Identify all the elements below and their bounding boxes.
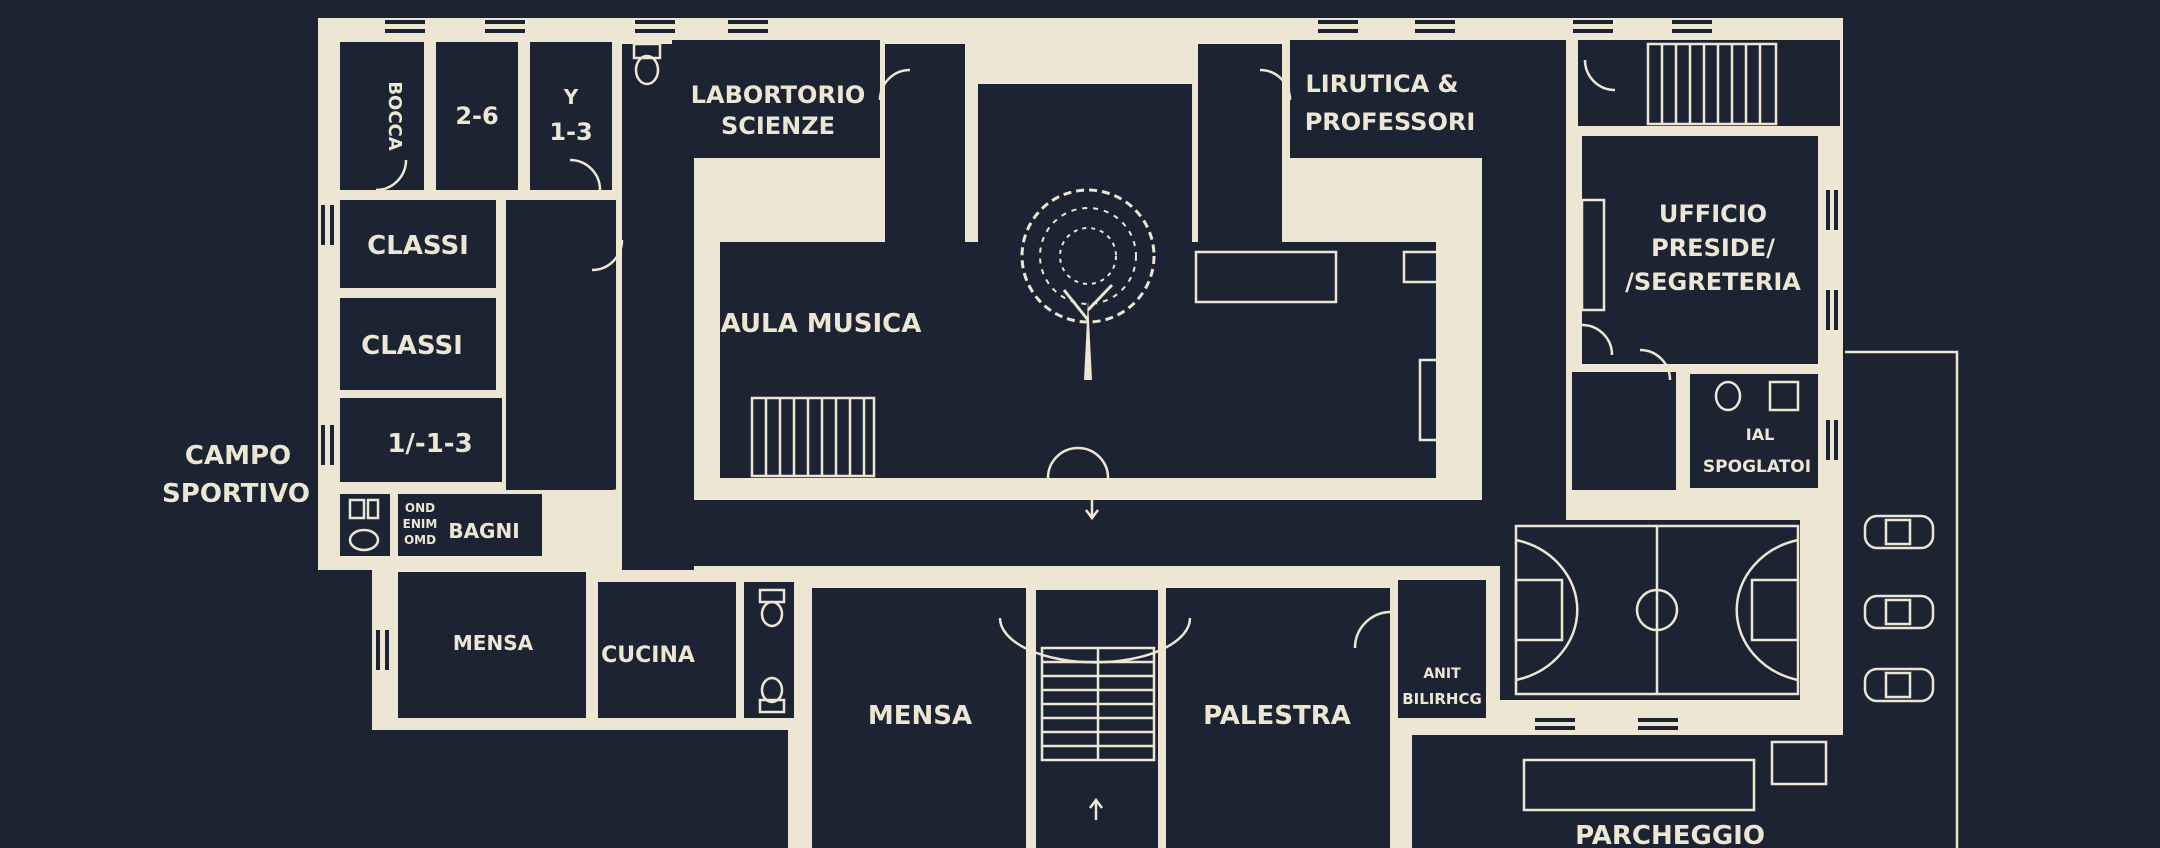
room-professori xyxy=(1290,40,1550,158)
label-bagni: BAGNI xyxy=(448,519,519,543)
label-ufficio: /SEGRETERIA xyxy=(1625,268,1801,296)
room-small xyxy=(1398,580,1486,718)
arrow-icon xyxy=(1089,797,1103,820)
label-classi-1: CLASSI xyxy=(367,231,469,261)
door-icon xyxy=(1583,59,1616,92)
toilet-icon xyxy=(758,588,786,714)
label-laboratorio: LABORTORIO xyxy=(691,81,866,109)
toilet-icon xyxy=(348,498,380,552)
label-bagni-small: OND xyxy=(405,501,435,515)
staircase-icon xyxy=(1646,42,1778,126)
door-icon xyxy=(1639,348,1672,381)
room-1-3 xyxy=(530,42,612,190)
label-professori: PROFESSORI xyxy=(1305,108,1476,136)
label-small-room: ANIT xyxy=(1423,666,1461,682)
room-wc-2 xyxy=(744,582,794,718)
door-icon xyxy=(1259,68,1292,101)
corridors xyxy=(506,40,2036,848)
label-professori: LIRUTICA & xyxy=(1306,70,1459,98)
doors xyxy=(375,59,1672,664)
staircase-icon xyxy=(1040,646,1156,762)
door-icon xyxy=(590,488,623,521)
room-1-1-3 xyxy=(340,398,502,482)
label-mensa-left: MENSA xyxy=(453,631,534,655)
car-icon xyxy=(1863,514,1935,550)
parking-outline xyxy=(1845,350,1959,848)
arrow-icon xyxy=(1085,500,1099,521)
car-icon xyxy=(1863,594,1935,630)
room-gym-court xyxy=(1500,520,1800,700)
door-icon xyxy=(569,158,602,191)
tree-icon xyxy=(1020,188,1156,380)
label-1-3: 1-3 xyxy=(549,118,592,146)
label-2-6: 2-6 xyxy=(455,102,498,130)
room-mensa-left xyxy=(398,572,586,718)
label-1-1-3: 1/-1-3 xyxy=(387,429,472,459)
label-bagni-small: ENIM xyxy=(403,517,438,531)
room-bagni xyxy=(398,494,542,556)
label-bocca: BOCCA xyxy=(384,81,405,150)
label-campo-sportivo: CAMPO xyxy=(185,441,291,471)
car-icon xyxy=(1863,667,1935,703)
door-icon xyxy=(591,239,624,272)
label-aula-musica: AULA MUSICA xyxy=(721,309,922,339)
label-spogliatoi: SPOGLATOI xyxy=(1703,457,1811,477)
door-icon xyxy=(1581,323,1614,356)
room-bocca xyxy=(340,42,424,190)
windows xyxy=(321,20,1838,730)
room-laboratorio xyxy=(672,40,880,158)
staircase-icon xyxy=(750,396,876,478)
label-ufficio: UFFICIO xyxy=(1659,200,1767,228)
label-palestra: PALESTRA xyxy=(1203,701,1351,731)
label-laboratorio: SCIENZE xyxy=(721,112,835,140)
room-aula-musica-top xyxy=(978,84,1192,254)
label-classi-2: CLASSI xyxy=(361,331,463,361)
room-classi-2 xyxy=(340,298,496,390)
room-palestra xyxy=(1166,588,1390,848)
door-icon xyxy=(1046,446,1110,479)
rooms xyxy=(340,40,1840,848)
toilet-icon xyxy=(1714,380,1800,412)
room-spogliatoi xyxy=(1690,374,1818,488)
room-mensa-center xyxy=(812,588,1026,848)
room-classi-1 xyxy=(340,200,496,288)
basketball-court-icon xyxy=(1514,524,1800,696)
label-parcheggio: PARCHEGGIO xyxy=(1575,821,1765,848)
room-aula-musica xyxy=(720,242,1436,478)
label-ufficio: PRESIDE/ xyxy=(1651,234,1775,262)
aula-fixtures xyxy=(1194,198,1828,812)
label-cucina: CUCINA xyxy=(601,643,695,668)
room-labels: BOCCA 2-6 Y 1-3 CLASSI CLASSI 1/-1-3 OND… xyxy=(162,70,1811,848)
room-stairs-top xyxy=(1578,40,1840,126)
label-1-3-symbol: Y xyxy=(563,85,579,109)
room-cucina xyxy=(598,582,736,718)
label-mensa-center: MENSA xyxy=(868,701,972,731)
room-2-6 xyxy=(436,42,518,190)
label-campo-sportivo: SPORTIVO xyxy=(162,479,310,509)
door-icon xyxy=(1353,610,1392,649)
door-icon xyxy=(878,68,911,101)
label-bagni-small: OMD xyxy=(404,533,436,547)
toilet-icon xyxy=(632,42,662,86)
door-icon xyxy=(375,159,408,192)
room-ufficio xyxy=(1582,136,1818,364)
label-small-room: BILIRHCG xyxy=(1402,690,1482,708)
label-spogliatoi: IAL xyxy=(1746,425,1775,444)
